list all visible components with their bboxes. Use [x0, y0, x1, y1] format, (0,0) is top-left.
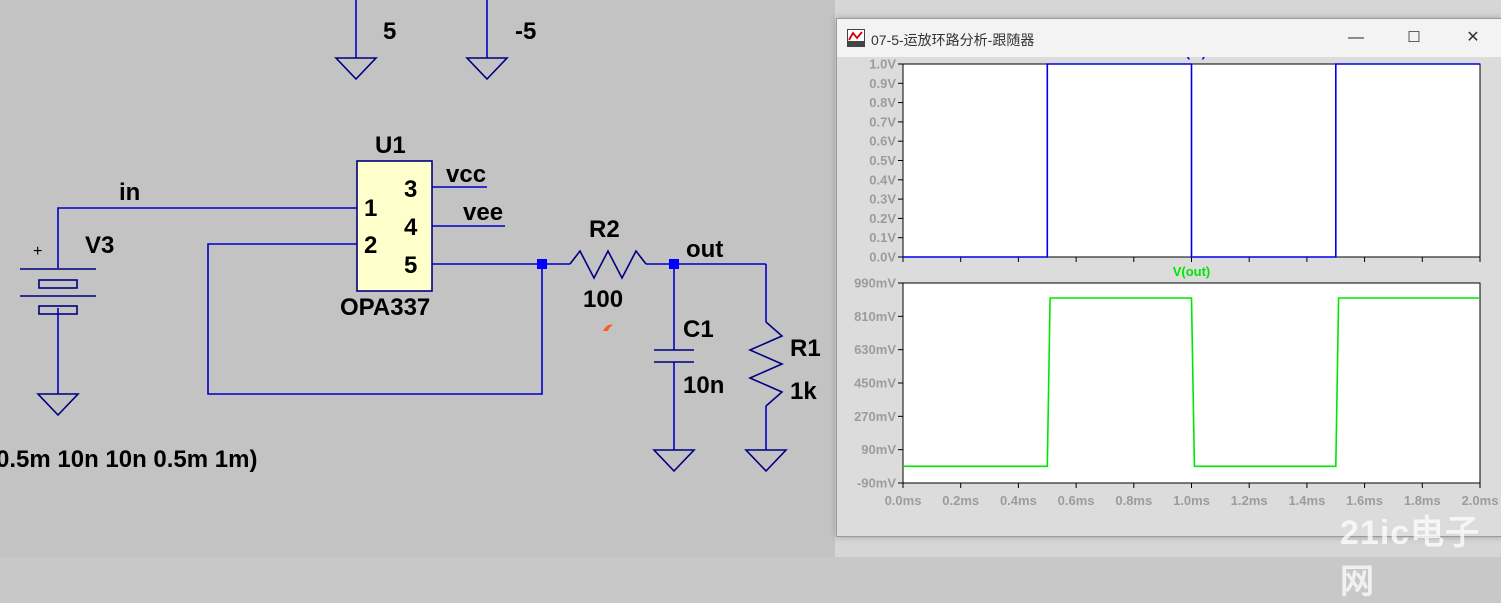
y-tick-label: 1.0V	[869, 57, 896, 72]
source-ref[interactable]: V3	[85, 232, 115, 259]
net-label-vee[interactable]: vee	[463, 199, 504, 226]
net-label-vcc[interactable]: vcc	[446, 161, 487, 188]
net-label-out[interactable]: out	[686, 236, 724, 263]
opamp-pin-1: 1	[364, 195, 378, 222]
r1-value[interactable]: 1k	[790, 378, 817, 405]
x-tick-label: 1.0ms	[1173, 493, 1210, 508]
x-tick-label: 0.8ms	[1115, 493, 1152, 508]
opamp-pin-2: 2	[364, 232, 378, 259]
source-plus-sign: +	[33, 243, 43, 260]
y-tick-label: 0.0V	[869, 250, 896, 265]
schematic-drawing[interactable]	[0, 0, 835, 557]
trace-title-2[interactable]: V(out)	[1173, 264, 1211, 279]
opamp-body[interactable]	[356, 160, 433, 292]
watermark-logo: 21ic电子网	[1340, 514, 1481, 601]
y-tick-label: 0.1V	[869, 230, 896, 245]
y-tick-label: 0.2V	[869, 211, 896, 226]
y-tick-label: 0.5V	[869, 153, 896, 168]
window-titlebar[interactable]: 07-5-运放环路分析-跟随器 — ☐ ✕	[837, 19, 1501, 57]
x-tick-label: 0.2ms	[942, 493, 979, 508]
trace-line-1[interactable]	[903, 63, 1480, 258]
y-tick-label: 0.9V	[869, 76, 896, 91]
x-tick-label: 0.4ms	[1000, 493, 1037, 508]
r1-ref[interactable]: R1	[790, 335, 821, 362]
source-params[interactable]: 0.5m 10n 10n 0.5m 1m)	[0, 446, 258, 473]
opamp-ref[interactable]: U1	[375, 132, 406, 159]
window-title: 07-5-运放环路分析-跟随器	[871, 32, 1035, 48]
y-tick-label: 0.8V	[869, 95, 896, 110]
trace-title-1[interactable]: V(in)	[1177, 57, 1206, 60]
x-tick-label: 0.6ms	[1058, 493, 1095, 508]
schematic-canvas[interactable]: 5 -5 U1 vcc vee in 1 2 3 4 5 OPA337 V3 +…	[0, 0, 835, 557]
opamp-pin-5: 5	[404, 252, 418, 279]
plot-area[interactable]: V(in) 0.0V 0.1V 0.2V 0.3V 0.4V 0.5V 0.6V 0.7V 0.8…	[837, 57, 1501, 536]
y-tick-label: 450mV	[854, 376, 896, 391]
opamp-pin-4: 4	[404, 214, 418, 241]
waveform-window[interactable]: 07-5-运放环路分析-跟随器 — ☐ ✕ V(in) 0.0V 0.1V 0.2V 0…	[836, 18, 1501, 537]
x-tick-label: 0.0ms	[885, 493, 922, 508]
r2-ref[interactable]: R2	[589, 216, 620, 243]
y-tick-label: 0.7V	[869, 114, 896, 129]
junction-node	[669, 259, 679, 269]
y-tick-label: 990mV	[854, 276, 896, 291]
maximize-button[interactable]: ☐	[1407, 29, 1421, 46]
x-tick-label: 1.8ms	[1404, 493, 1441, 508]
c1-ref[interactable]: C1	[683, 316, 714, 343]
x-tick-label: 2.0ms	[1462, 493, 1499, 508]
x-tick-label: 1.2ms	[1231, 493, 1268, 508]
waveform-plots[interactable]: V(in) 0.0V 0.1V 0.2V 0.3V 0.4V 0.5V 0.6V 0.7V 0.8…	[837, 57, 1501, 536]
x-tick-label: 1.6ms	[1346, 493, 1383, 508]
y-tick-label: 0.3V	[869, 192, 896, 207]
trace-line-2[interactable]	[903, 297, 1480, 468]
y-tick-label: 270mV	[854, 409, 896, 424]
supply-label-positive: 5	[383, 18, 397, 45]
opamp-pin-3: 3	[404, 176, 418, 203]
opamp-model[interactable]: OPA337	[340, 294, 431, 321]
r2-value[interactable]: 100	[583, 286, 624, 313]
x-tick-label: 1.4ms	[1288, 493, 1325, 508]
y-tick-label: -90mV	[857, 476, 896, 491]
wires[interactable]	[57, 0, 767, 450]
supply-label-negative: -5	[515, 18, 537, 45]
waveform-app-icon	[847, 29, 865, 47]
close-button[interactable]: ✕	[1466, 29, 1480, 46]
y-tick-label: 630mV	[854, 342, 896, 357]
y-tick-label: 810mV	[854, 309, 896, 324]
components[interactable]	[20, 57, 788, 473]
minimize-button[interactable]: —	[1348, 29, 1364, 46]
y-tick-label: 0.6V	[869, 134, 896, 149]
y-tick-label: 90mV	[861, 442, 896, 457]
probe-cursor-icon	[603, 324, 613, 331]
c1-value[interactable]: 10n	[683, 372, 725, 399]
junction-node	[537, 259, 547, 269]
y-tick-label: 0.4V	[869, 172, 896, 187]
net-label-in[interactable]: in	[119, 179, 141, 206]
